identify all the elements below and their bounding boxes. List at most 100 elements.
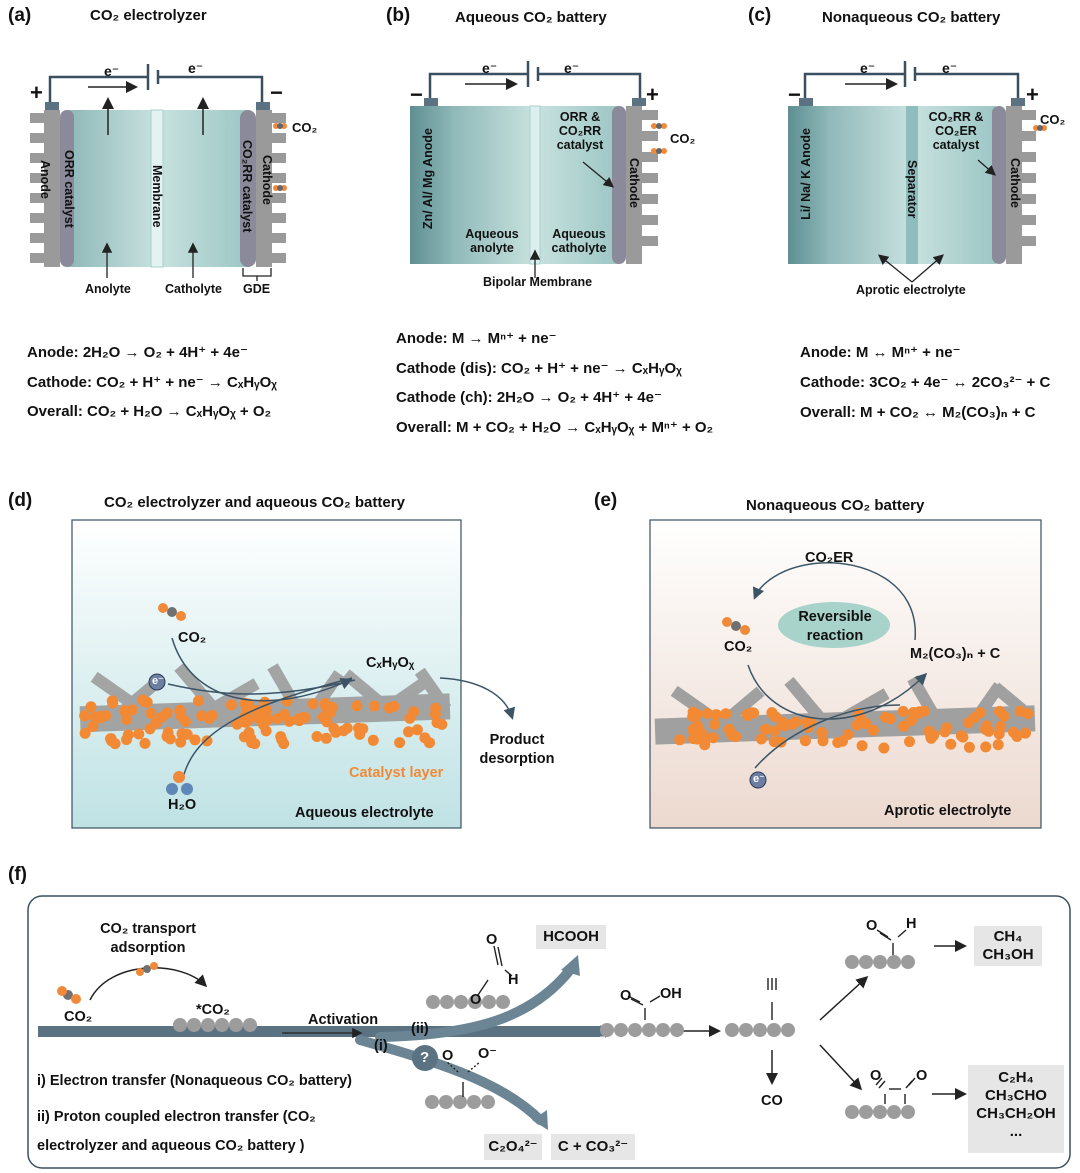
catalyst-particle	[897, 705, 909, 717]
surface-atom	[173, 1018, 187, 1032]
anode-label: Anode	[38, 160, 52, 199]
panel-b-label: (b)	[386, 5, 411, 26]
catalyst-particle	[429, 708, 441, 720]
surface-atom	[739, 1023, 753, 1037]
catalyst-particle	[1008, 726, 1019, 738]
catalyst-particle	[701, 708, 713, 719]
catalyst-particle	[121, 734, 132, 746]
catalyst-particle	[278, 738, 290, 750]
anolyte-label: Anolyte	[85, 282, 131, 296]
surface-atom	[201, 1018, 215, 1032]
aprotic-interface-box	[649, 519, 1042, 829]
catalyst-particle	[945, 738, 957, 750]
catalyst-label: CO₂RR & CO₂ER catalyst	[928, 110, 984, 152]
surface-atom	[426, 995, 440, 1009]
surface-atom	[614, 1023, 628, 1037]
catalyst-particle	[107, 697, 119, 709]
panel-c-label: (c)	[748, 5, 772, 26]
co2-label: CO₂	[178, 630, 207, 646]
atom-label: O	[870, 1068, 882, 1084]
electron-label: e⁻	[482, 60, 498, 76]
catalyst-label: ORR & CO₂RR catalyst	[556, 110, 604, 152]
catholyte-label: Catholyte	[165, 282, 222, 296]
plus-sign: +	[30, 80, 43, 105]
co2-label: CO₂	[1040, 112, 1066, 127]
panel-b-title: Aqueous CO₂ battery	[455, 9, 607, 26]
surface-atom	[901, 1105, 915, 1119]
surface-atom	[859, 955, 873, 969]
atom-label: O	[486, 932, 498, 948]
catalyst-particle	[939, 726, 951, 738]
electron-label: e⁻	[942, 60, 958, 76]
surface-atom	[440, 995, 454, 1009]
catalyst-particle	[351, 700, 363, 712]
aqueous-interface-box	[71, 519, 515, 829]
cathode-label: Cathode	[627, 158, 641, 208]
reversible-reaction-label: Reversible reaction	[798, 609, 872, 644]
catalyst-particle	[855, 713, 867, 725]
surface-atom	[425, 1095, 439, 1109]
surface-atom	[873, 1105, 887, 1119]
catalyst-particle	[403, 726, 414, 738]
surface-atom	[496, 995, 510, 1009]
catalyst-particle	[963, 741, 975, 753]
co2-label: CO₂	[292, 120, 318, 135]
surface-atom	[243, 1018, 257, 1032]
equation: Overall: M + CO₂ ↔ M₂(CO₃)ₙ + C	[800, 404, 1036, 421]
catalyst-particle	[766, 707, 778, 719]
equation: Anode: M → Mⁿ⁺ + ne⁻	[396, 330, 557, 347]
catalyst-particle	[161, 707, 173, 719]
catalyst-particle	[878, 742, 890, 754]
catalyst-particle	[880, 711, 891, 723]
equation: Overall: CO₂ + H₂O → CₓHᵧOᵪ + O₂	[27, 403, 272, 420]
catalyst-particle	[707, 732, 719, 744]
surface-atom	[481, 1095, 495, 1109]
atom-label: O	[470, 992, 482, 1008]
transport-label: CO₂ transport adsorption	[100, 921, 196, 956]
electron-label: e⁻	[564, 60, 580, 76]
catalyst-particle	[260, 725, 272, 737]
catalyst-particle	[867, 724, 879, 736]
surface-atom	[229, 1018, 243, 1032]
surface-atom	[887, 1105, 901, 1119]
panel-a-title: CO₂ electrolyzer	[90, 7, 207, 24]
anode-label: Zn/ Al/ Mg Anode	[421, 128, 435, 230]
catalyst-particle	[307, 698, 319, 710]
co2-label: CO₂	[64, 1009, 93, 1025]
electron-label: e⁻	[152, 675, 164, 687]
catalyst-particle	[760, 723, 771, 735]
panel-e-title: Nonaqueous CO₂ battery	[746, 497, 925, 514]
atom-label: O⁻	[478, 1046, 497, 1062]
equation: Overall: M + CO₂ + H₂O → CₓHᵧOᵪ + Mⁿ⁺ + …	[396, 419, 714, 436]
electron-label: e⁻	[188, 60, 204, 76]
panel-e-label: (e)	[594, 490, 618, 511]
co2rr-catalyst-label: CO₂RR catalyst	[240, 140, 254, 233]
atom-label: H	[906, 916, 917, 932]
catalyst-particle	[994, 705, 1006, 717]
minus-sign: −	[410, 82, 423, 107]
catalyst-particle	[992, 739, 1004, 751]
catalyst-particle	[799, 735, 811, 747]
catalyst-particle	[176, 728, 188, 740]
catalyst-particle	[710, 709, 722, 721]
mechanism-box	[27, 895, 1071, 1169]
catalyst-particle	[137, 694, 149, 706]
surface-atom	[901, 955, 915, 969]
catalyst-particle	[327, 701, 338, 713]
equation: Anode: M ↔ Mⁿ⁺ + ne⁻	[800, 344, 961, 361]
anode-label: Li/ Na/ K Anode	[799, 128, 813, 220]
surface-atom	[468, 995, 482, 1009]
electron-label: e⁻	[860, 60, 876, 76]
catalyst-layer-label: Catalyst layer	[349, 765, 444, 781]
catalyst-particle	[253, 712, 265, 724]
catalyst-particle	[193, 695, 204, 707]
activation-label: Activation	[308, 1012, 379, 1028]
catalyst-particle	[367, 734, 379, 746]
catalyst-particle	[79, 710, 91, 722]
co-label: CO	[761, 1093, 783, 1109]
catalyst-particle	[925, 732, 937, 744]
surface-atom	[454, 995, 468, 1009]
surface-atom	[439, 1095, 453, 1109]
catholyte-label: Aqueous catholyte	[551, 227, 607, 255]
